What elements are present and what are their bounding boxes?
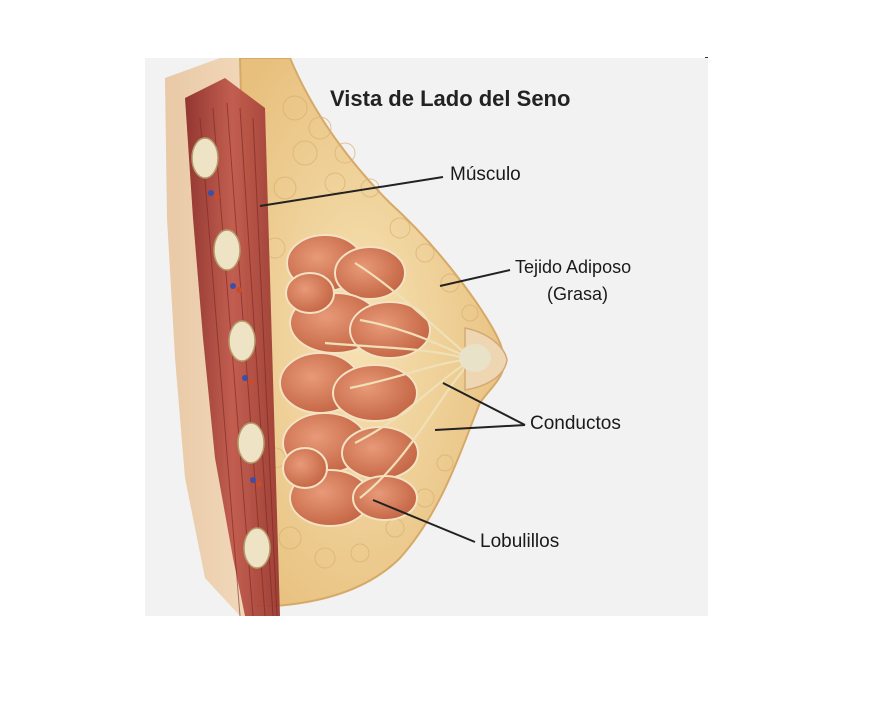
ducts-leader-line-2 — [434, 424, 526, 431]
lobules — [279, 234, 431, 527]
intercostal-vessels — [208, 190, 262, 487]
adipose-tissue-label: Tejido Adiposo — [515, 257, 632, 277]
adipose-leader-line — [439, 269, 511, 287]
figure-title: Vista de Lado del Seno — [330, 86, 571, 111]
lobules-label: Lobulillos — [480, 531, 560, 552]
anatomy-figure: Vista de Lado del Seno Músculo Tejido Ad… — [145, 58, 708, 616]
breast-illustration — [165, 58, 526, 616]
leader-lines — [259, 176, 526, 543]
corner-mark — [705, 57, 708, 58]
ribs — [191, 137, 271, 569]
muscle-label: Músculo — [450, 164, 521, 185]
fat-label: (Grasa) — [547, 284, 609, 304]
muscle-leader-line — [259, 176, 444, 207]
lobules-leader-line — [372, 499, 476, 543]
ducts-label: Conductos — [530, 413, 621, 434]
nipple — [459, 344, 491, 372]
ducts-leader-line-1 — [442, 382, 526, 426]
ducts — [324, 262, 466, 499]
